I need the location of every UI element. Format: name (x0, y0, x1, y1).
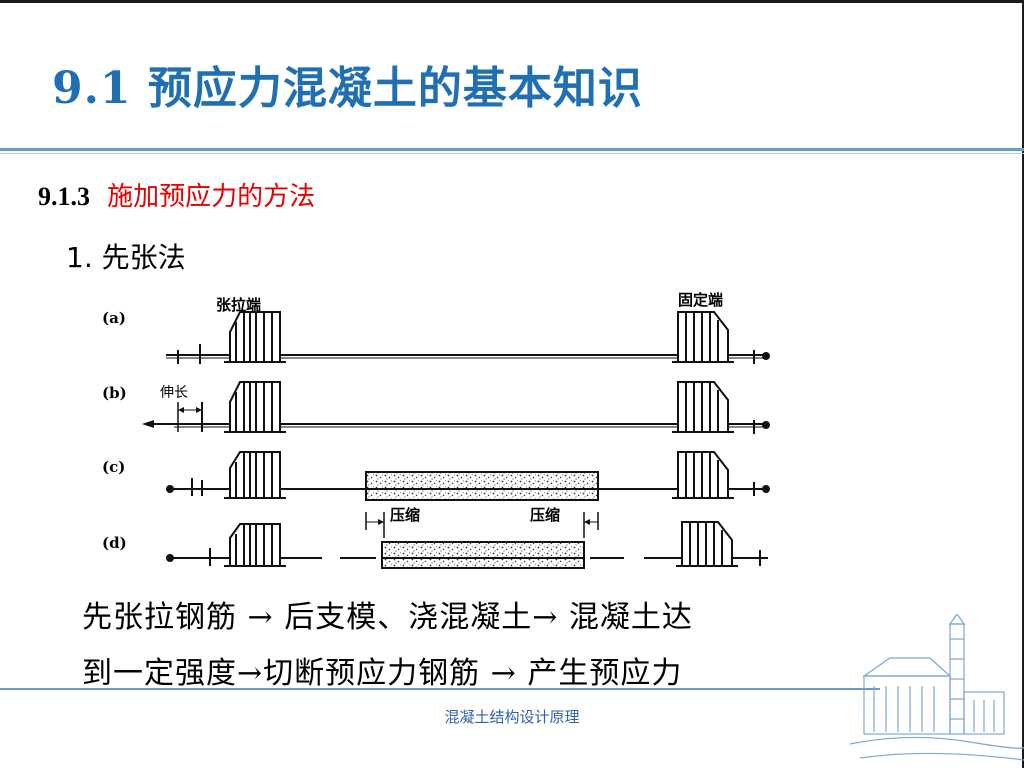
method-heading: 1. 先张法 (66, 241, 186, 274)
tension-end-label: 张拉端 (216, 296, 261, 314)
fixed-end-label: 固定端 (678, 291, 723, 309)
pretensioning-diagram: (a) (b) (c) (d) 张拉端 固定端 (78, 282, 790, 578)
section-number: 9.1.3 (38, 182, 90, 211)
row-label-d: (d) (102, 534, 127, 552)
building-illustration (850, 614, 1024, 761)
row-d (166, 521, 768, 569)
compression-left-label: 压缩 (390, 506, 420, 524)
elongation-label: 伸长 (160, 385, 188, 401)
row-label-c: (c) (102, 458, 125, 476)
concrete-beam-c (365, 471, 599, 501)
row-label-a: (a) (102, 309, 126, 327)
title-divider-thin (0, 153, 1024, 154)
row-a (166, 311, 770, 364)
process-description-line-1: 先张拉钢筋 → 后支模、浇混凝土→ 混凝土达 (82, 600, 693, 635)
section-title: 施加预应力的方法 (107, 182, 316, 212)
row-c (166, 451, 770, 501)
compression-right-label: 压缩 (530, 506, 560, 524)
title-divider (0, 148, 1024, 151)
row-b: 伸长 (142, 381, 770, 434)
right-border (1022, 0, 1024, 768)
footer-divider (0, 688, 880, 690)
process-description-line-2: 到一定强度→切断预应力钢筋 → 产生预应力 (82, 656, 683, 691)
row-label-b: (b) (102, 384, 127, 402)
footer-text: 混凝土结构设计原理 (444, 708, 580, 726)
top-border (0, 0, 1024, 3)
slide-title: 9.1 预应力混凝土的基本知识 (52, 63, 643, 114)
compression-markers: 压缩 压缩 (365, 506, 599, 538)
section-heading: 9.1.3 施加预应力的方法 (38, 176, 315, 213)
concrete-beam-d (381, 541, 585, 569)
